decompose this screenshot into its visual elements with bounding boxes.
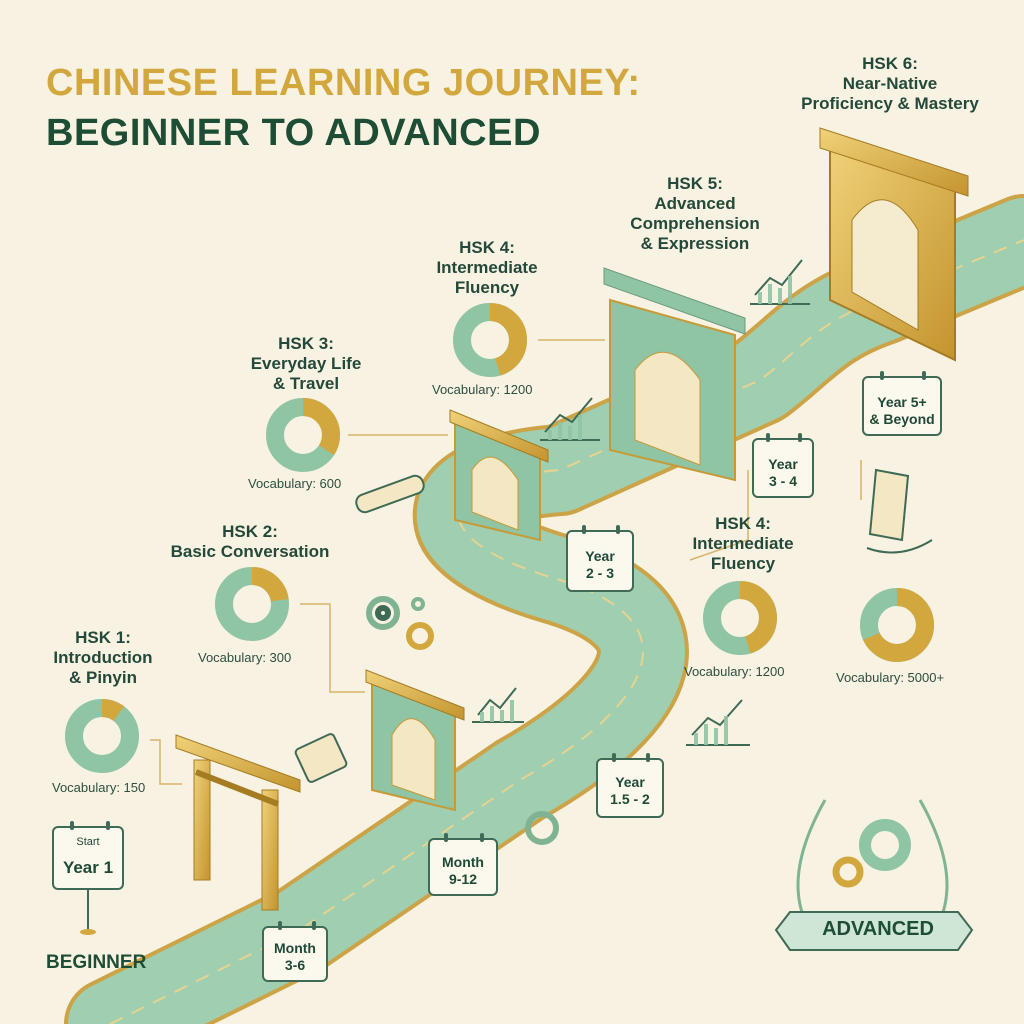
hsk2-vocab: Vocabulary: 300 [198,650,292,665]
hsk4a-label: HSK 4: Intermediate Fluency [412,238,562,298]
hsk3-desc-1: Everyday Life [250,354,362,373]
hsk4a-desc-2: Fluency [454,278,520,297]
calendar-year-3-4-line1: Year [768,456,798,472]
hsk3-title: HSK 3: [278,334,334,353]
title-line-2: BEGINNER TO ADVANCED [46,112,541,154]
gate-hsk4 [603,267,746,482]
calendar-year-5-beyond: Year 5+ & Beyond [862,371,942,436]
calendar-month-9-12-line1: Month [442,854,484,870]
calendar-year-1-5-2-line1: Year [615,774,645,790]
calendar-start-line1: Start [76,836,100,848]
vocab-donut-hsk2 [215,567,289,641]
hsk1-title: HSK 1: [75,628,131,647]
beginner-label: BEGINNER [46,952,147,973]
vocab-donut-hsk1 [65,699,139,773]
hsk4a-desc-1: Intermediate [436,258,538,277]
badge-gear-icon [859,819,911,871]
vocab-donut-hsk4b [703,581,777,655]
calendar-start: Start Year 1 [52,821,124,890]
hsk6-title: HSK 6: [862,54,918,73]
hsk6-desc-1: Near-Native [842,74,938,93]
calendar-year-2-3-line2: 2 - 3 [585,565,614,581]
gate-hsk2 [365,669,465,812]
calendar-month-9-12: Month 9-12 [428,833,498,896]
advanced-badge-label: ADVANCED [822,918,934,940]
hsk4b-title: HSK 4: [715,514,771,533]
hsk6-vocab: Vocabulary: 5000+ [836,670,945,685]
calendar-year-5-beyond-line2: & Beyond [869,411,935,427]
hsk1-label: HSK 1: Introduction & Pinyin [28,628,178,688]
hsk2-title: HSK 2: [222,522,278,541]
hsk3-label: HSK 3: Everyday Life & Travel [226,334,386,394]
vocab-donut-hsk3 [266,398,340,472]
calendar-year-2-3-line1: Year [585,548,615,564]
calendar-month-3-6-line1: Month [274,940,316,956]
hsk6-desc-2: Proficiency & Mastery [801,94,979,113]
calendar-start-line2: Year 1 [62,858,114,877]
hsk5-title: HSK 5: [667,174,723,193]
hsk4b-desc-2: Fluency [710,554,776,573]
gate-hsk1 [175,734,301,911]
calendar-year-1-5-2: Year 1.5 - 2 [596,753,664,818]
hsk4b-desc-1: Intermediate [692,534,794,553]
calendar-year-3-4-line2: 3 - 4 [768,473,797,489]
gear-icon [366,596,559,845]
calendar-year-3-4: Year 3 - 4 [752,433,814,498]
calendar-year-5-beyond-line1: Year 5+ [877,394,927,410]
hsk4b-vocab: Vocabulary: 1200 [684,664,785,679]
hsk1-desc-2: & Pinyin [68,668,137,687]
hsk6-label: HSK 6: Near-Native Proficiency & Mastery [770,54,1010,114]
hsk5-label: HSK 5: Advanced Comprehension & Expressi… [610,174,780,254]
calendar-month-9-12-line2: 9-12 [448,871,478,887]
hsk4b-label: HSK 4: Intermediate Fluency [668,514,818,574]
calendar-year-1-5-2-line2: 1.5 - 2 [610,791,650,807]
hsk5-desc-2: Comprehension [630,214,760,233]
hsk3-vocab: Vocabulary: 600 [248,476,342,491]
gate-hsk6 [819,127,969,362]
title-line-1: CHINESE LEARNING JOURNEY: [46,62,641,104]
gate-hsk3 [449,409,549,542]
hsk4a-vocab: Vocabulary: 1200 [432,382,533,397]
hsk3-desc-2: & Travel [272,374,340,393]
calendar-month-3-6-line2: 3-6 [284,957,306,973]
hsk5-desc-3: & Expression [640,234,750,253]
hsk4a-title: HSK 4: [459,238,515,257]
scroll-quill-icon [294,468,933,783]
hsk2-desc-1: Basic Conversation [170,542,330,561]
hsk2-label: HSK 2: Basic Conversation [150,522,350,562]
calendar-month-3-6: Month 3-6 [262,921,328,982]
badge-ribbon [774,911,974,951]
vocab-donut-hsk6 [860,588,934,662]
calendar-year-2-3: Year 2 - 3 [566,525,634,592]
vocab-donut-hsk4a [453,303,527,377]
hsk5-desc-1: Advanced [654,194,736,213]
page-title: CHINESE LEARNING JOURNEY: BEGINNER TO AD… [46,58,641,158]
advanced-badge: ADVANCED [788,906,968,956]
hsk1-vocab: Vocabulary: 150 [52,780,146,795]
hsk1-desc-1: Introduction [53,648,153,667]
